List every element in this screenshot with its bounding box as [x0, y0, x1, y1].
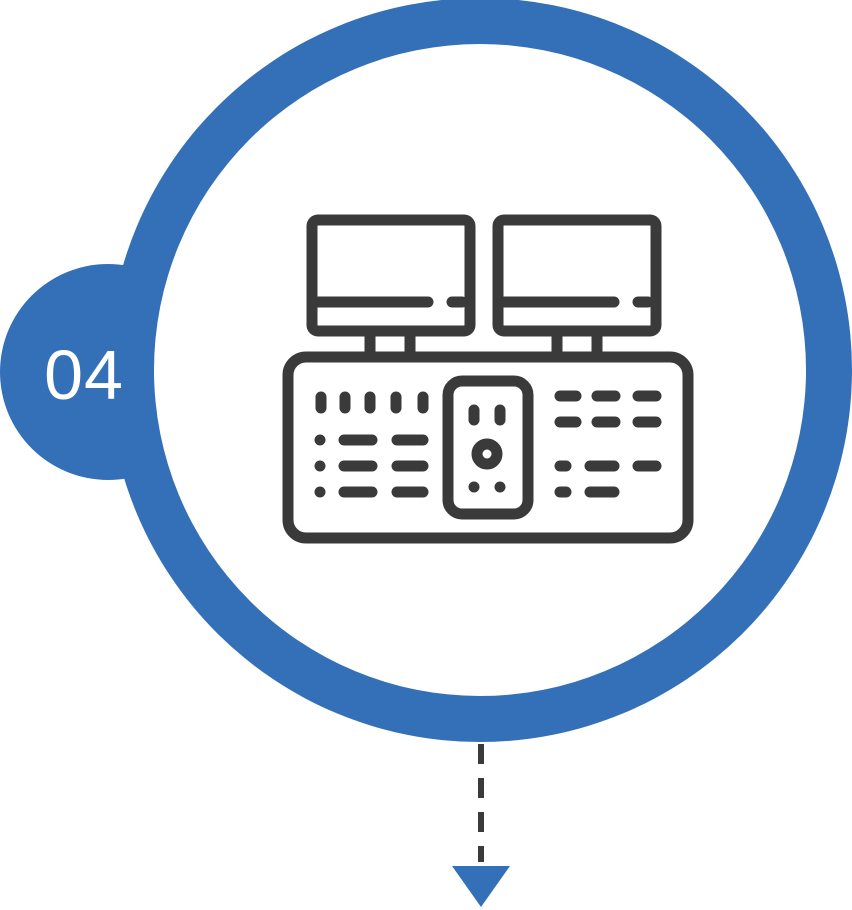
console-body-icon: [282, 351, 694, 544]
arrow-down-icon: [452, 866, 510, 907]
left-monitor-icon: [306, 214, 476, 337]
remote-control-icon: [442, 375, 534, 520]
step-number-label: 04: [44, 336, 124, 414]
step-ring-inner: [154, 44, 806, 696]
right-monitor-icon: [492, 214, 662, 337]
control-console-icon: [282, 214, 694, 544]
